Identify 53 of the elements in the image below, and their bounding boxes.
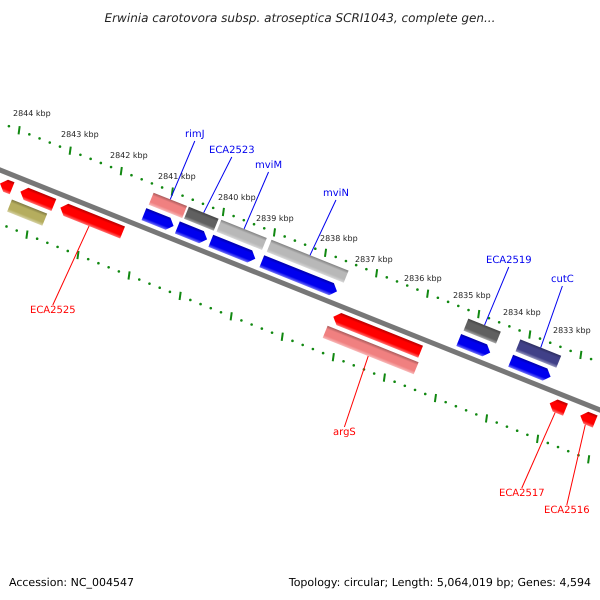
gene-block (148, 192, 187, 218)
gene-block (516, 339, 562, 368)
gene-block (60, 204, 125, 238)
gene-label: rimJ (185, 130, 205, 140)
gene-block (259, 255, 337, 296)
leader-line (540, 286, 563, 348)
leader-line (484, 266, 510, 326)
gene-label: mviN (323, 189, 349, 199)
gene-block (208, 234, 256, 262)
scale-label: 2841 kbp (158, 173, 196, 181)
gene-block (142, 208, 174, 230)
scale-label: 2839 kbp (256, 215, 294, 223)
scale-label: 2842 kbp (110, 152, 148, 160)
gene-block (216, 220, 267, 250)
gene-label: ECA2519 (486, 256, 532, 266)
leader-line (566, 424, 586, 506)
genome-summary-text: Topology: circular; Length: 5,064,019 bp; Genes: 4,594 (288, 577, 591, 588)
scale-label: 2838 kbp (320, 235, 358, 243)
gene-label: ECA2525 (30, 306, 76, 316)
scale-label: 2834 kbp (503, 309, 541, 317)
gene-label: ECA2517 (499, 489, 545, 499)
gene-label: argS (333, 428, 356, 438)
title: Erwinia carotovora subsp. atroseptica SCRI1043, complete gen... (104, 12, 496, 24)
scale-label: 2833 kbp (553, 327, 591, 335)
gene-label: cutC (551, 275, 574, 285)
gene-block (322, 326, 419, 374)
gene-block (333, 313, 423, 358)
gene-label: mviM (255, 161, 282, 171)
scale-label: 2836 kbp (404, 275, 442, 283)
gene-label: ECA2516 (544, 506, 590, 516)
scale-label: 2835 kbp (453, 292, 491, 300)
scale-label: 2843 kbp (61, 131, 99, 139)
gene-block (550, 400, 568, 416)
gene-block (580, 412, 598, 428)
leader-line (521, 412, 556, 488)
gene-block (184, 206, 219, 231)
leader-line (344, 356, 369, 428)
leader-line (203, 156, 232, 214)
gene-block (0, 180, 14, 194)
leader-line (52, 226, 90, 306)
scale-label: 2840 kbp (218, 194, 256, 202)
accession-text: Accession: NC_004547 (9, 577, 134, 588)
gene-block (7, 200, 48, 226)
gene-block (464, 318, 501, 344)
gene-block (456, 334, 490, 356)
gene-label: ECA2523 (209, 146, 255, 156)
gene-block (20, 188, 56, 211)
scale-label: 2837 kbp (355, 256, 393, 264)
leader-line (310, 200, 336, 256)
gene-block (174, 221, 208, 244)
leader-line (170, 140, 196, 200)
gene-block (508, 354, 551, 381)
scale-label: 2844 kbp (13, 110, 51, 118)
